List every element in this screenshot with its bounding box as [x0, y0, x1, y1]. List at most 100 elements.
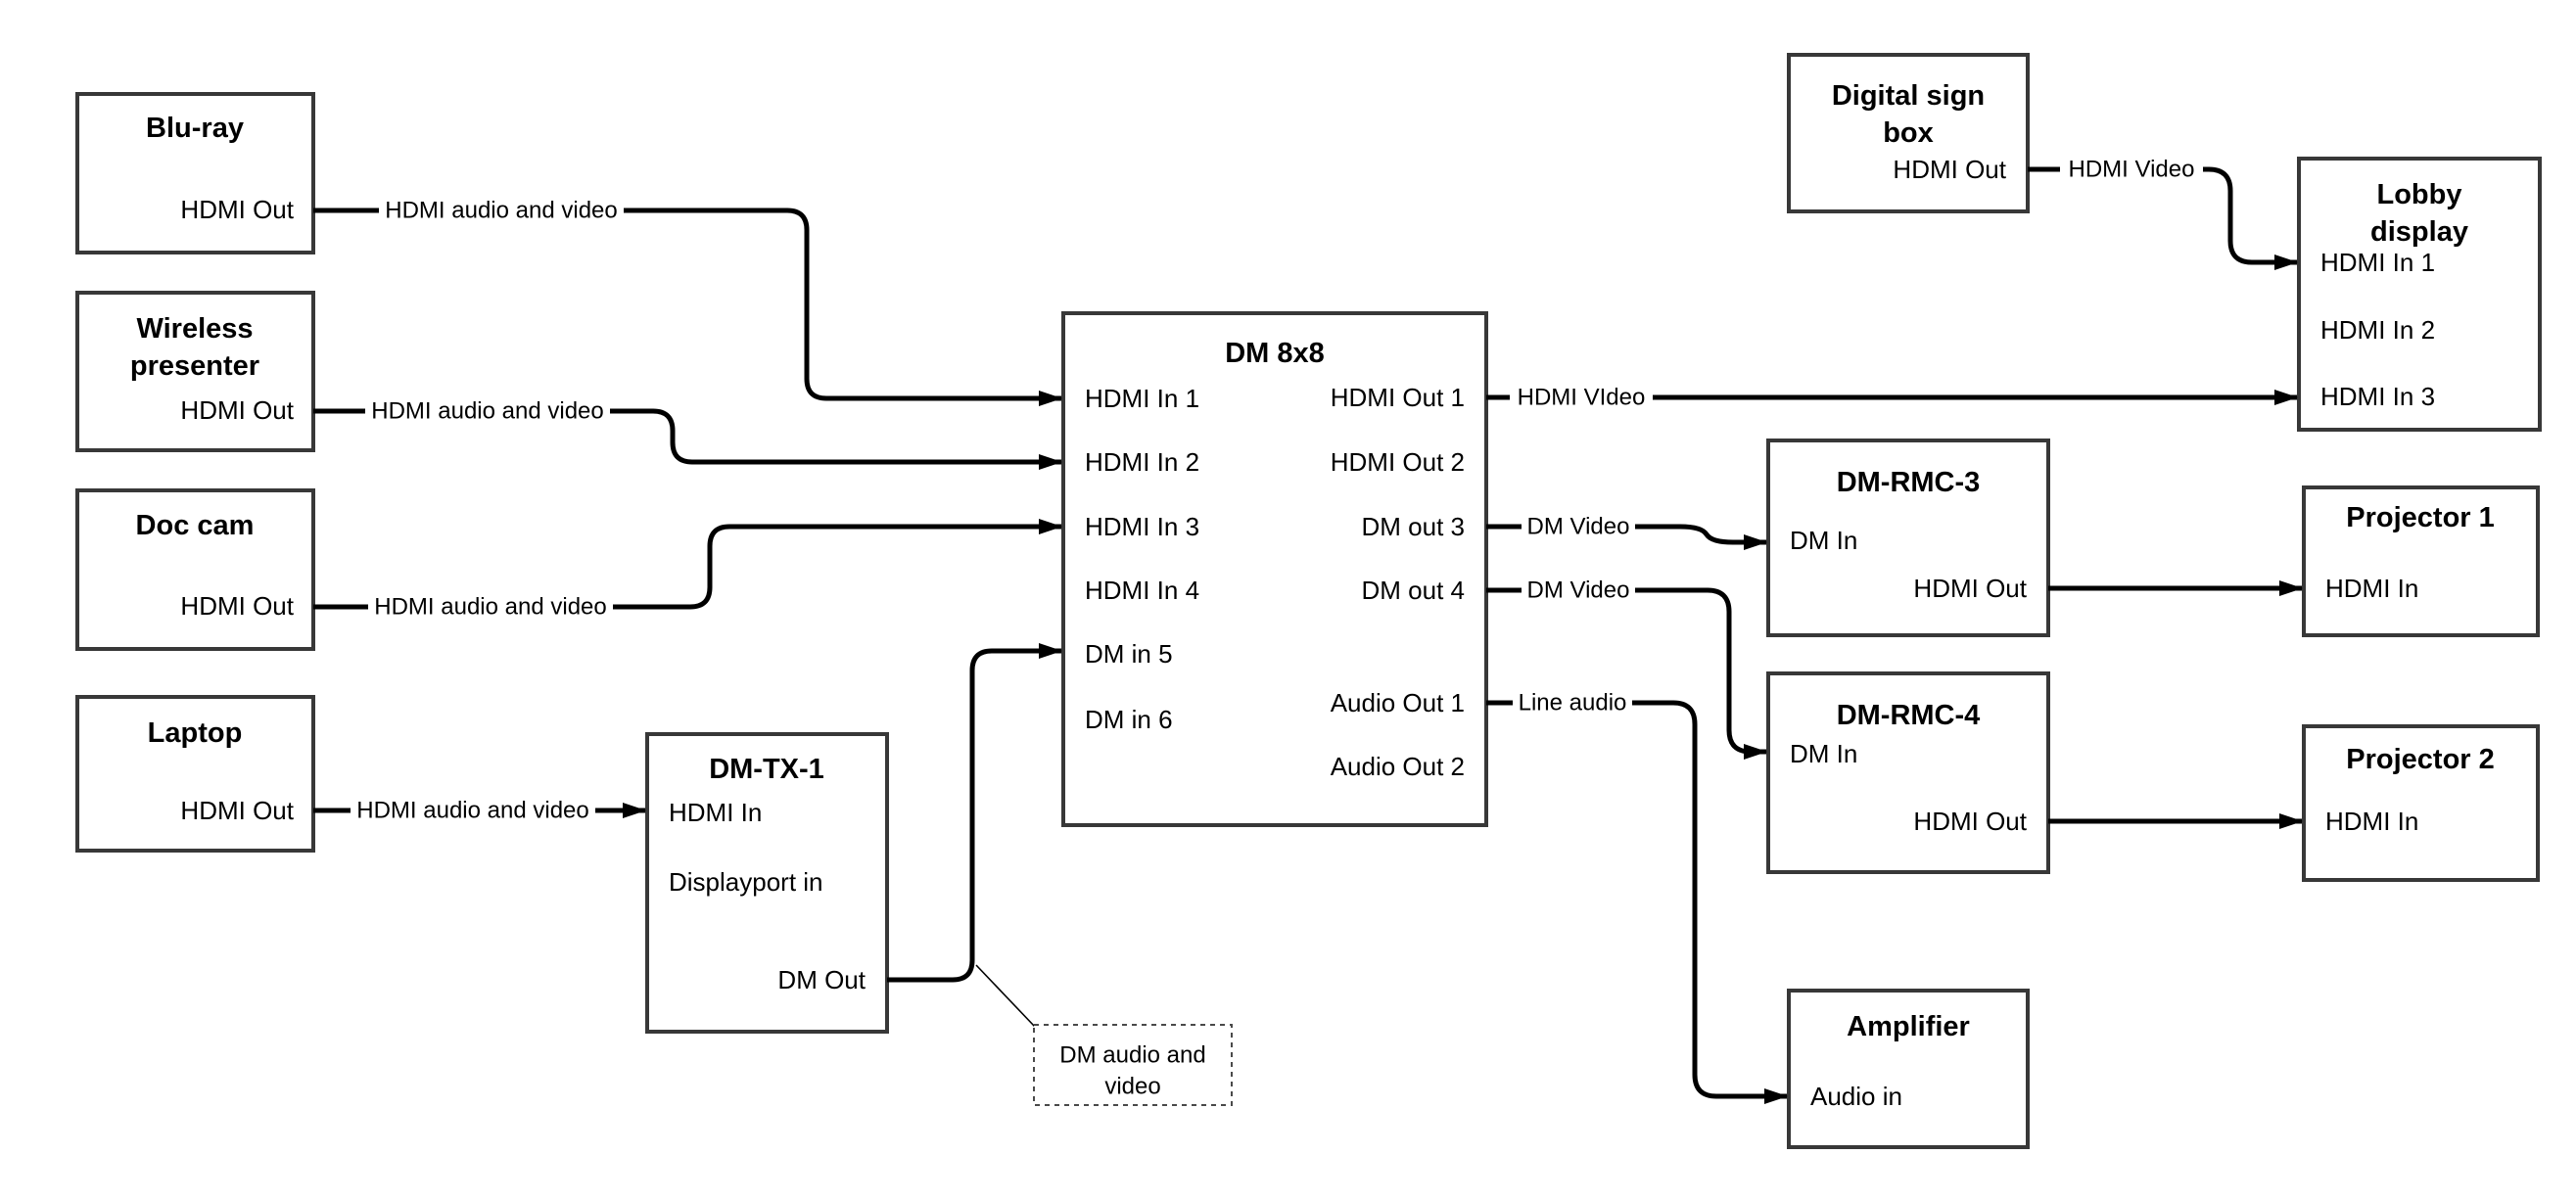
lobby-display-box: [2297, 157, 2542, 432]
digital-sign-title-line1: Digital sign: [1832, 80, 1985, 112]
wire-bluray-to-dm8x8-in1: [313, 208, 1062, 406]
wire-label-laptop-bg: [351, 795, 595, 826]
dm-8x8-port-dm-in-6: DM in 6: [1085, 705, 1173, 734]
wire-label-doccam-text: HDMI audio and video: [374, 594, 606, 621]
wire-dm8x8-audio1-to-amplifier: [1486, 700, 1788, 1104]
wire-label-bluray: HDMI audio and video: [379, 195, 624, 226]
wire-label-dm-video-out3-bg: [1522, 511, 1635, 542]
wire-label-bluray-text: HDMI audio and video: [385, 198, 617, 224]
bluray-title: Blu-ray: [146, 113, 244, 144]
device-projector-2: Projector 2 HDMI In: [2302, 724, 2540, 882]
dm-tx-1-box: [645, 732, 889, 1034]
dm-tx-1-port-hdmi-in: HDMI In: [669, 798, 762, 827]
device-digital-sign-box: Digital sign box HDMI Out: [1787, 53, 2030, 213]
wire-label-line-audio-text: Line audio: [1519, 690, 1627, 716]
wire-label-dm-video-out4-bg: [1522, 575, 1635, 606]
wire-label-dm-video-out3: DM Video: [1522, 511, 1635, 542]
dm-rmc-4-port-hdmi-out: HDMI Out: [1913, 807, 2027, 836]
dm-8x8-port-hdmi-out-1: HDMI Out 1: [1331, 383, 1465, 412]
amplifier-box: [1787, 989, 2030, 1149]
annotation-leader-line: [975, 964, 1036, 1028]
dm-8x8-port-dm-in-5: DM in 5: [1085, 639, 1173, 669]
lobby-display-port-hdmi-in-2: HDMI In 2: [2320, 315, 2435, 345]
annotation-dm-audio-video: DM audio and video: [975, 964, 1233, 1106]
dm-8x8-port-dm-out-4: DM out 4: [1362, 576, 1466, 605]
laptop-title: Laptop: [148, 717, 243, 749]
dm-8x8-port-audio-out-1: Audio Out 1: [1331, 688, 1465, 717]
wireless-presenter-title-line1: Wireless: [136, 313, 253, 345]
dm-rmc-4-port-dm-in: DM In: [1790, 739, 1857, 768]
wire-dm8x8-out4-to-dmrmc4: [1486, 587, 1767, 760]
wire-digitalsign-to-lobby-in1: [2028, 166, 2298, 270]
digital-sign-title-line2: box: [1883, 117, 1934, 149]
bluray-port-hdmi-out: HDMI Out: [180, 195, 294, 224]
wire-label-line-audio-bg: [1513, 687, 1632, 718]
wire-wireless-to-dm8x8-in2: [313, 408, 1062, 470]
wire-label-doccam-bg: [368, 591, 613, 623]
wire-label-hdmi-video-out1-bg: [1510, 382, 1653, 413]
dm-8x8-port-hdmi-out-2: HDMI Out 2: [1331, 447, 1465, 477]
wireless-presenter-box: [75, 291, 315, 452]
dm-rmc-3-port-hdmi-out: HDMI Out: [1913, 574, 2027, 603]
dm-8x8-port-hdmi-in-2: HDMI In 2: [1085, 447, 1199, 477]
doc-cam-title: Doc cam: [136, 510, 255, 541]
dm-rmc-4-box: [1766, 671, 2050, 874]
lobby-display-port-hdmi-in-1: HDMI In 1: [2320, 248, 2435, 277]
amplifier-title: Amplifier: [1847, 1011, 1970, 1042]
wire-label-wireless: HDMI audio and video: [365, 395, 610, 427]
device-projector-1: Projector 1 HDMI In: [2302, 485, 2540, 637]
dm-8x8-port-hdmi-in-3: HDMI In 3: [1085, 512, 1199, 541]
device-dm-rmc-4: DM-RMC-4 DM In HDMI Out: [1766, 671, 2050, 874]
device-bluray: Blu-ray HDMI Out: [75, 92, 315, 254]
dm-rmc-3-box: [1766, 439, 2050, 637]
projector-1-port-hdmi-in: HDMI In: [2325, 574, 2418, 603]
dm-8x8-port-hdmi-in-1: HDMI In 1: [1085, 384, 1199, 413]
bluray-box: [75, 92, 315, 254]
dm-rmc-3-port-dm-in: DM In: [1790, 526, 1857, 555]
wire-label-wireless-bg: [365, 395, 610, 427]
projector-1-title: Projector 1: [2346, 502, 2495, 533]
digital-sign-port-hdmi-out: HDMI Out: [1893, 155, 2006, 184]
device-lobby-display: Lobby display HDMI In 1 HDMI In 2 HDMI I…: [2297, 157, 2542, 432]
dm-rmc-4-title: DM-RMC-4: [1837, 700, 1981, 731]
wire-label-line-audio: Line audio: [1513, 687, 1632, 718]
wire-dmtx1-to-dm8x8-in5: [887, 643, 1062, 983]
lobby-display-port-hdmi-in-3: HDMI In 3: [2320, 382, 2435, 411]
lobby-display-title-line2: display: [2370, 216, 2468, 248]
projector-2-box: [2302, 724, 2540, 882]
digital-sign-box: [1787, 53, 2030, 213]
wire-label-hdmi-video-out1-text: HDMI VIdeo: [1518, 385, 1646, 411]
annotation-note-line1: DM audio and: [1059, 1042, 1205, 1069]
wire-label-dm-video-out4-text: DM Video: [1527, 577, 1630, 604]
wire-doccam-to-dm8x8-in3: [313, 519, 1062, 610]
dm-tx-1-title: DM-TX-1: [709, 754, 824, 785]
laptop-box: [75, 695, 315, 853]
device-dm-rmc-3: DM-RMC-3 DM In HDMI Out: [1766, 439, 2050, 637]
lobby-display-title-line1: Lobby: [2377, 179, 2462, 210]
wire-label-hdmi-video-out1: HDMI VIdeo: [1510, 382, 1653, 413]
amplifier-port-audio-in: Audio in: [1810, 1082, 1902, 1111]
wire-label-laptop: HDMI audio and video: [351, 795, 595, 826]
annotation-note-box: [1033, 1024, 1233, 1106]
projector-2-port-hdmi-in: HDMI In: [2325, 807, 2418, 836]
dm-8x8-title: DM 8x8: [1225, 338, 1325, 369]
wire-dm8x8-out3-to-dmrmc3: [1486, 524, 1767, 550]
wireless-presenter-port-hdmi-out: HDMI Out: [180, 395, 294, 425]
dm-8x8-port-audio-out-2: Audio Out 2: [1331, 752, 1465, 781]
device-dm-tx-1: DM-TX-1 HDMI In Displayport in DM Out: [645, 732, 889, 1034]
device-doc-cam: Doc cam HDMI Out: [75, 488, 315, 651]
projector-2-title: Projector 2: [2346, 744, 2495, 775]
doc-cam-port-hdmi-out: HDMI Out: [180, 591, 294, 621]
wire-label-dm-video-out4: DM Video: [1522, 575, 1635, 606]
doc-cam-box: [75, 488, 315, 651]
annotation-note-line2: video: [1104, 1074, 1160, 1100]
wire-label-laptop-text: HDMI audio and video: [356, 798, 588, 824]
dm-8x8-port-hdmi-in-4: HDMI In 4: [1085, 576, 1199, 605]
dm-8x8-port-dm-out-3: DM out 3: [1362, 512, 1466, 541]
device-dm-8x8: DM 8x8 HDMI In 1 HDMI In 2 HDMI In 3 HDM…: [1061, 311, 1488, 827]
device-laptop: Laptop HDMI Out: [75, 695, 315, 853]
dm-tx-1-port-dm-out: DM Out: [777, 965, 866, 994]
wireless-presenter-title-line2: presenter: [130, 350, 259, 382]
